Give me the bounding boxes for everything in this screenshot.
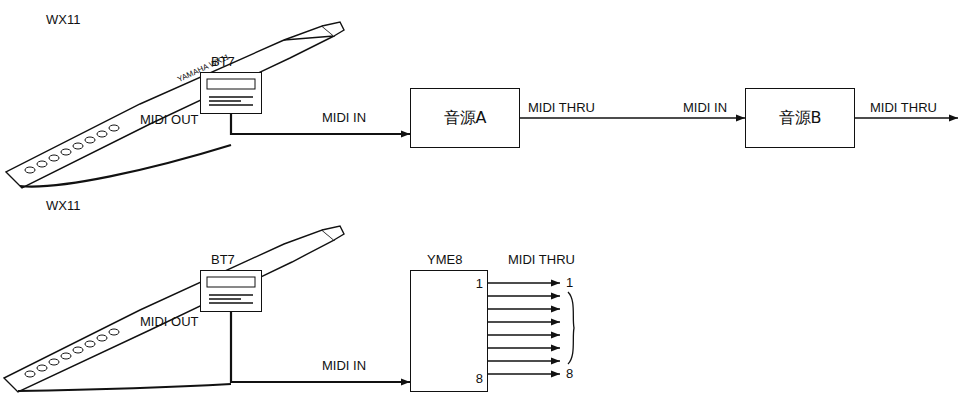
signal-label: WX11: [46, 12, 80, 27]
port-number: 1: [476, 276, 483, 291]
signal-label: WX11: [46, 198, 80, 213]
device-name: BT7: [211, 252, 235, 267]
thru-arrow: [855, 117, 958, 119]
wind-controller: [4, 226, 344, 392]
expander-box: YME818: [410, 270, 488, 392]
midi-cable: [231, 114, 410, 134]
signal-label: MIDI THRU: [508, 252, 575, 267]
interface-device: BT7: [200, 72, 262, 114]
sound-module-box: 音源B: [745, 88, 855, 148]
thru-arrows: [488, 283, 560, 374]
port-number: 8: [566, 366, 573, 381]
signal-label: MIDI OUT: [140, 112, 199, 127]
port-number: 8: [476, 371, 483, 386]
signal-label: MIDI IN: [322, 110, 366, 125]
device-name: YME8: [427, 252, 462, 267]
interface-device: BT7: [200, 270, 262, 312]
module-name: 音源A: [444, 108, 487, 129]
midi-cable: [231, 312, 410, 382]
signal-label: MIDI IN: [683, 100, 727, 115]
bracket: [568, 292, 574, 364]
signal-label: MIDI THRU: [870, 100, 937, 115]
signal-label: MIDI THRU: [528, 100, 595, 115]
module-name: 音源B: [779, 108, 822, 129]
sound-module-box: 音源A: [410, 88, 520, 148]
signal-label: MIDI OUT: [140, 314, 199, 329]
midi-cable: [520, 117, 745, 119]
device-face: [201, 271, 261, 311]
wind-controller: [6, 22, 344, 188]
port-number: 1: [566, 275, 573, 290]
device-face: [201, 73, 261, 113]
signal-label: MIDI IN: [322, 358, 366, 373]
